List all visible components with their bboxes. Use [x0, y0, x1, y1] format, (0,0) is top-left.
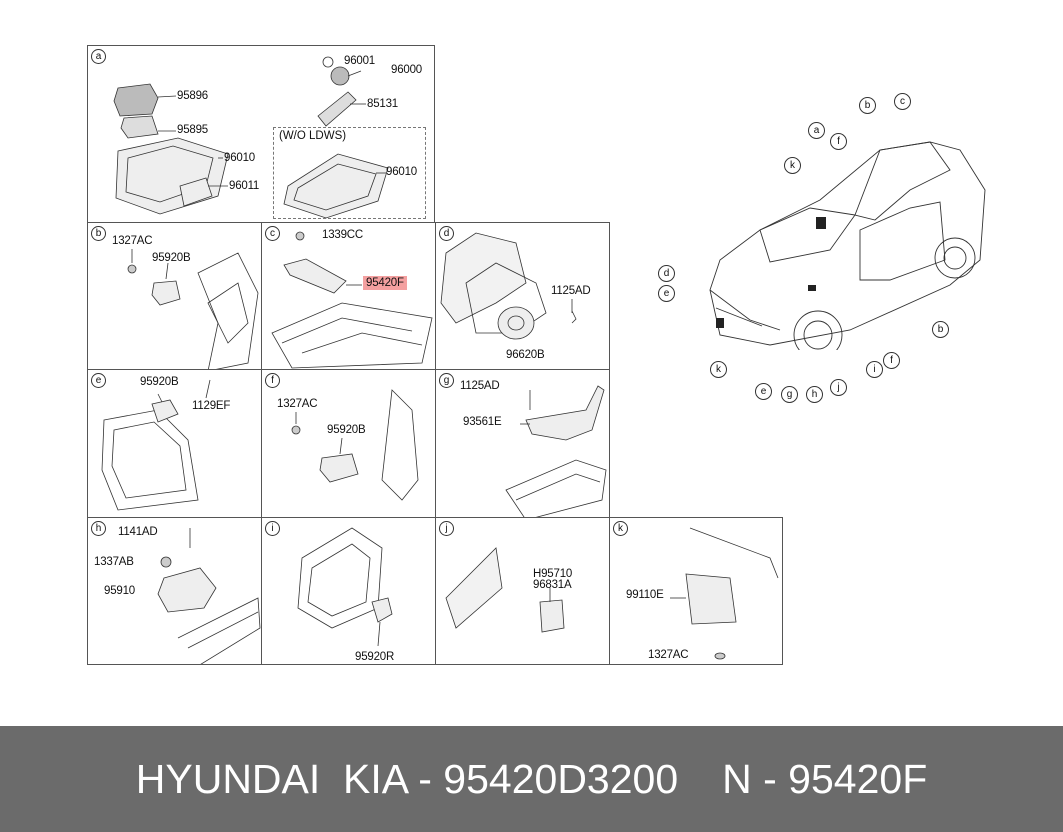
part-number: 95920B: [327, 424, 366, 436]
part-number: H95710: [533, 568, 573, 580]
part-number: 96001: [344, 55, 375, 67]
panel-c: c 1339CC 95420F: [261, 222, 436, 370]
panel-letter: a: [91, 49, 106, 64]
panel-h: h 1141AD 1337AB 95910: [87, 517, 262, 665]
panel-letter: h: [91, 521, 106, 536]
panel-i: i 95920R: [261, 517, 436, 665]
part-number: 95896: [177, 90, 208, 102]
panel-f-drawing: [291, 389, 419, 501]
panel-h-drawing: [157, 528, 261, 664]
panel-i-drawing: [297, 527, 393, 647]
part-number: 96011: [229, 180, 260, 192]
panel-letter: c: [265, 226, 280, 241]
part-number: 93561E: [463, 416, 502, 428]
callout-b: b: [932, 321, 949, 338]
panel-a: a 95896 95895 96010 96011 96001 96000 85…: [87, 45, 435, 223]
panel-letter: e: [91, 373, 106, 388]
callout-c: c: [894, 93, 911, 110]
callout-b: b: [859, 97, 876, 114]
highlighted-part-number: 95420F: [363, 276, 407, 290]
reference-part-number: N - 95420F: [722, 755, 928, 802]
panel-e-drawing: [101, 379, 211, 511]
panel-c-drawing: [271, 231, 433, 369]
panel-j: j H95710 96831A: [435, 517, 610, 665]
panel-letter: i: [265, 521, 280, 536]
panel-b: b 1327AC 95920B: [87, 222, 262, 370]
panel-k-drawing: [670, 527, 779, 660]
panel-letter: d: [439, 226, 454, 241]
panel-g: g 1125AD 93561E: [435, 369, 610, 519]
panel-g-drawing: [505, 385, 607, 518]
callout-k: k: [710, 361, 727, 378]
vehicle-overview-drawing: [709, 141, 986, 350]
part-number: 95910: [104, 585, 135, 597]
part-number: 1327AC: [112, 235, 153, 247]
callout-i: i: [866, 361, 883, 378]
panel-d-drawing: [440, 232, 577, 340]
part-number: 95920B: [152, 252, 191, 264]
part-number: 1339CC: [322, 229, 363, 241]
part-number: 96831A: [533, 579, 572, 591]
part-number: 96000: [391, 64, 422, 76]
panel-b-drawing: [127, 249, 259, 369]
part-number: 85131: [367, 98, 398, 110]
part-number: 95895: [177, 124, 208, 136]
panel-letter: k: [613, 521, 628, 536]
panel-a-drawing: [113, 56, 389, 219]
part-number: 1141AD: [118, 526, 158, 538]
callout-d: d: [658, 265, 675, 282]
part-number: 95920R: [355, 651, 395, 663]
panel-letter: b: [91, 226, 106, 241]
part-number-footer: HYUNDAI KIA - 95420D3200 N - 95420F: [0, 726, 1063, 832]
callout-k: k: [784, 157, 801, 174]
part-number: 96010: [224, 152, 255, 164]
part-number: 1125AD: [551, 285, 591, 297]
panel-letter: j: [439, 521, 454, 536]
panel-k: k 99110E 1327AC: [609, 517, 783, 665]
callout-a: a: [808, 122, 825, 139]
panel-j-drawing: [445, 547, 565, 633]
callout-f: f: [883, 352, 900, 369]
part-number: 1129EF: [192, 400, 231, 412]
part-number: 1337AB: [94, 556, 134, 568]
part-number: 1125AD: [460, 380, 500, 392]
part-number: 96620B: [506, 349, 545, 361]
part-number: 96010: [386, 166, 417, 178]
panel-f: f 1327AC 95920B: [261, 369, 436, 519]
wo-ldws-box: (W/O LDWS) 96010: [273, 127, 426, 219]
callout-e: e: [755, 383, 772, 400]
part-number: 99110E: [626, 589, 664, 601]
callout-j: j: [830, 379, 847, 396]
callout-e: e: [658, 285, 675, 302]
panel-d: d 1125AD 96620B: [435, 222, 610, 370]
panel-letter: f: [265, 373, 280, 388]
part-number: 1327AC: [277, 398, 318, 410]
wo-ldws-label: (W/O LDWS): [279, 130, 347, 142]
oem-part-number: HYUNDAI KIA - 95420D3200: [135, 755, 679, 802]
panel-letter: g: [439, 373, 454, 388]
callout-g: g: [781, 386, 798, 403]
part-number: 1327AC: [648, 649, 689, 661]
part-number: 95920B: [140, 376, 179, 388]
callout-f: f: [830, 133, 847, 150]
panel-e: e 95920B 1129EF: [87, 369, 262, 519]
callout-h: h: [806, 386, 823, 403]
